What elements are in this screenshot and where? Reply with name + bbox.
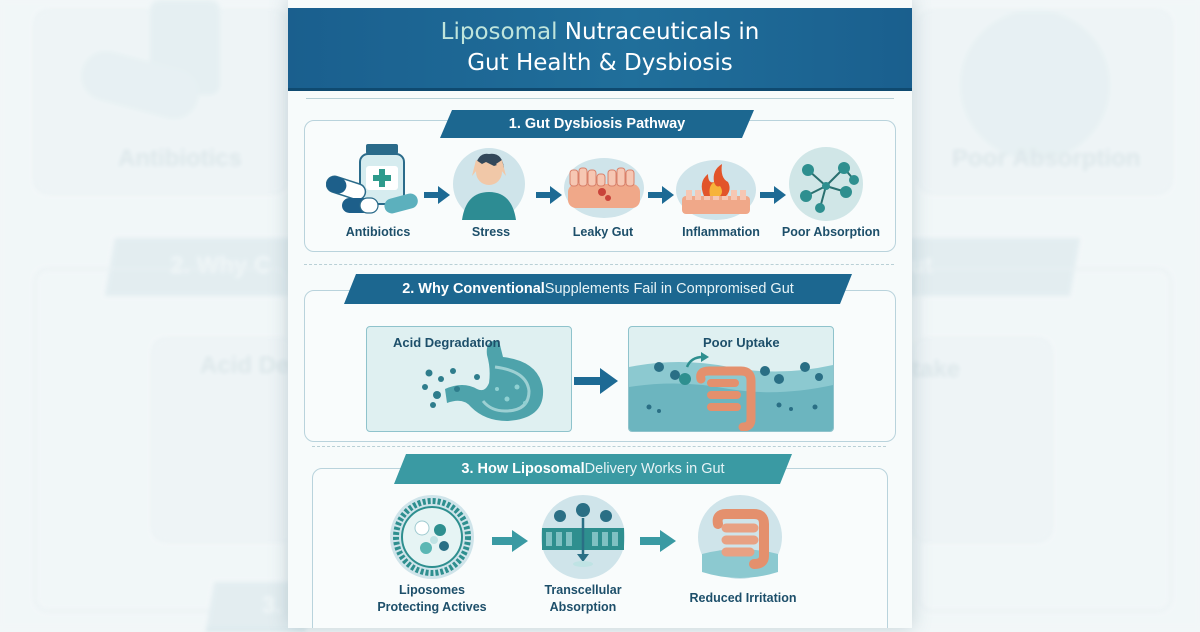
bg-card-right-top bbox=[918, 10, 1172, 194]
step3-transcellular-label: Transcellular Absorption bbox=[528, 582, 638, 616]
bg-take-text: take bbox=[912, 356, 961, 383]
section2-banner-rest: Supplements Fail in Compromised Gut bbox=[544, 281, 794, 297]
transcellular-line1: Transcellular bbox=[544, 583, 622, 597]
bg-three-text: 3. bbox=[262, 592, 283, 619]
bg-poor-absorption-text: Poor Absorption bbox=[952, 145, 1141, 172]
medicine-bottle-icon bbox=[326, 144, 418, 214]
liposomes-line1: Liposomes bbox=[399, 583, 465, 597]
header-divider bbox=[306, 98, 894, 99]
transcellular-line2: Absorption bbox=[549, 600, 617, 614]
stressed-person-icon bbox=[453, 148, 525, 220]
acid-degradation-title: Acid Degradation bbox=[393, 335, 501, 350]
card-poor-uptake: Poor Uptake bbox=[628, 326, 834, 432]
bg-banner-left bbox=[104, 238, 306, 296]
bg-out-text: ut bbox=[910, 252, 933, 279]
bg-molecule-circle bbox=[960, 10, 1110, 160]
arrow-3 bbox=[648, 186, 674, 204]
bg-antibiotics-text: Antibiotics bbox=[118, 145, 242, 172]
bg-subcard-left bbox=[152, 338, 296, 542]
title-line-1: Liposomal Nutraceuticals in bbox=[441, 17, 760, 48]
liposomes-line2: Protecting Actives bbox=[377, 600, 487, 614]
step-label-poor-absorption: Poor Absorption bbox=[781, 225, 881, 239]
step3-liposomes-label: Liposomes Protecting Actives bbox=[370, 582, 494, 616]
arrow-section3-2 bbox=[640, 530, 676, 552]
bg-why-text: 2. Why C bbox=[170, 252, 272, 279]
step-label-stress: Stress bbox=[471, 225, 511, 239]
section3-banner-rest: Delivery Works in Gut bbox=[584, 461, 725, 477]
bg-acid-text: Acid De bbox=[200, 352, 290, 379]
bg-card-left-top bbox=[34, 10, 288, 194]
cell-membrane-icon bbox=[541, 495, 625, 579]
section1-banner: 1. Gut Dysbiosis Pathway bbox=[440, 110, 754, 138]
divider-2 bbox=[312, 446, 886, 447]
molecule-network-icon bbox=[789, 147, 863, 221]
inflammation-flame-icon bbox=[676, 160, 756, 220]
poor-uptake-title: Poor Uptake bbox=[703, 335, 780, 350]
card-acid-degradation: Acid Degradation bbox=[366, 326, 572, 432]
section3-banner-main: 3. How Liposomal bbox=[461, 461, 585, 477]
bg-banner-right bbox=[899, 238, 1081, 296]
arrow-section3-1 bbox=[492, 530, 528, 552]
pills-icon bbox=[326, 175, 418, 214]
bg-card-right-mid bbox=[918, 268, 1172, 612]
step-label-antibiotics: Antibiotics bbox=[345, 225, 411, 239]
arrow-4 bbox=[760, 186, 786, 204]
bg-card-left-mid bbox=[34, 268, 288, 612]
title-header: Liposomal Nutraceuticals in Gut Health &… bbox=[288, 8, 912, 91]
title-line1-rest: Nutraceuticals in bbox=[557, 19, 760, 45]
title-line-2: Gut Health & Dysbiosis bbox=[467, 50, 733, 76]
section3-banner: 3. How Liposomal Delivery Works in Gut bbox=[394, 454, 792, 484]
bg-pill bbox=[75, 45, 205, 125]
step-label-inflammation: Inflammation bbox=[682, 225, 760, 239]
arrow-section2 bbox=[574, 368, 618, 394]
section2-banner-main: 2. Why Conventional bbox=[402, 281, 545, 297]
leaky-gut-icon bbox=[564, 158, 644, 218]
divider-1 bbox=[304, 264, 894, 265]
bg-bottle bbox=[150, 0, 220, 95]
arrow-2 bbox=[536, 186, 562, 204]
section2-banner: 2. Why Conventional Supplements Fail in … bbox=[344, 274, 852, 304]
step3-reduced-irritation-label: Reduced Irritation bbox=[689, 591, 797, 605]
reduced-irritation-intestine-icon bbox=[698, 495, 782, 579]
bg-subcard-right bbox=[912, 338, 1052, 542]
stomach-icon bbox=[422, 340, 544, 421]
step-label-leaky-gut: Leaky Gut bbox=[572, 225, 634, 239]
arrow-1 bbox=[424, 186, 450, 204]
intestine-icon bbox=[629, 352, 833, 431]
infographic-panel: Liposomal Nutraceuticals in Gut Health &… bbox=[288, 0, 912, 628]
liposome-icon bbox=[390, 495, 474, 579]
title-highlight: Liposomal bbox=[440, 19, 558, 45]
